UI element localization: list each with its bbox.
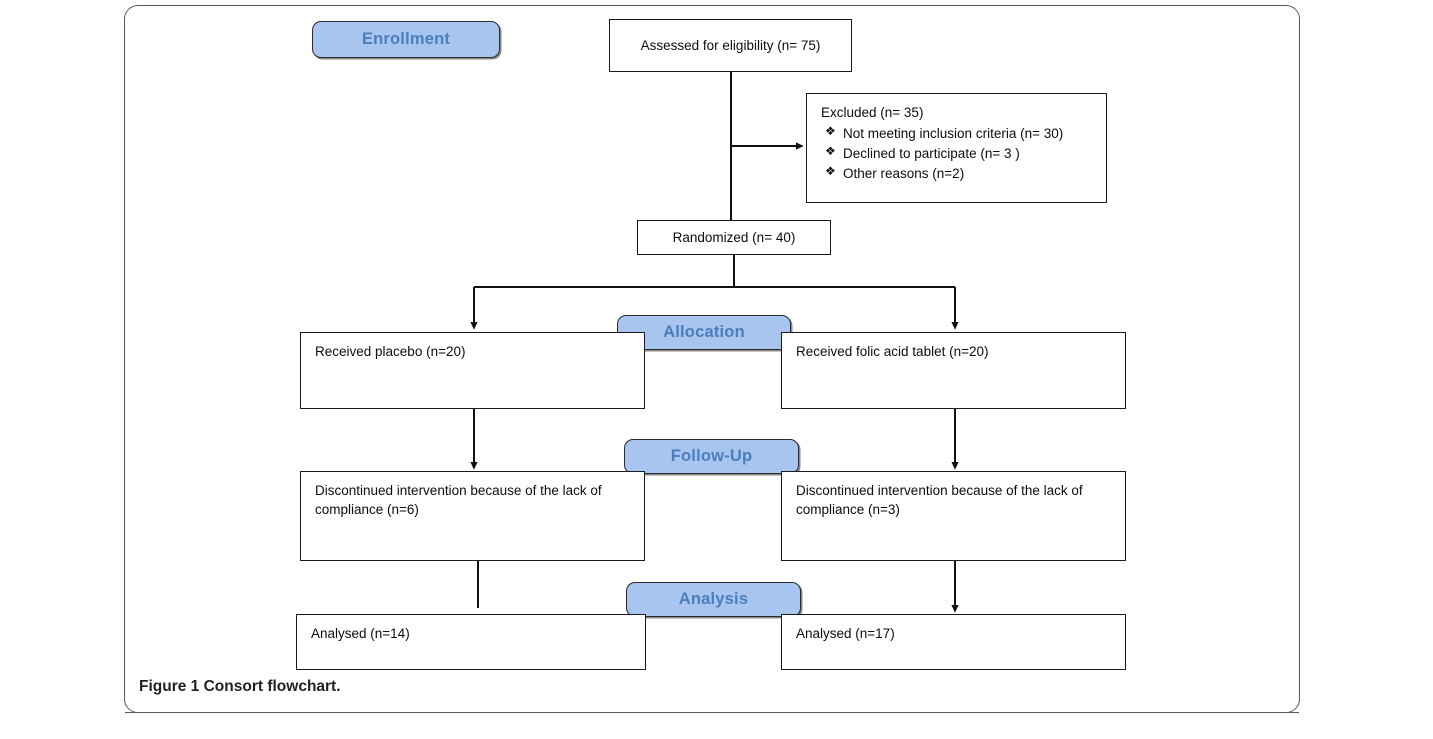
figure-caption: Figure 1 Consort flowchart.: [139, 678, 341, 696]
box-discontinued-placebo: Discontinued intervention because of the…: [300, 471, 645, 561]
excluded-reason-item: ❖ Declined to participate (n= 3 ): [821, 144, 1094, 163]
box-received-folic-acid: Received folic acid tablet (n=20): [781, 332, 1126, 409]
box-discontinued-folic-acid: Discontinued intervention because of the…: [781, 471, 1126, 561]
box-analysed-folic-acid: Analysed (n=17): [781, 614, 1126, 670]
excluded-reason-label: Not meeting inclusion criteria (n= 30): [843, 126, 1064, 142]
excluded-reason-list: ❖ Not meeting inclusion criteria (n= 30)…: [821, 124, 1094, 183]
box-received-placebo: Received placebo (n=20): [300, 332, 645, 409]
caption-divider: [125, 712, 1299, 714]
box-analysed-placebo: Analysed (n=14): [296, 614, 646, 670]
excluded-reason-label: Declined to participate (n= 3 ): [843, 146, 1020, 162]
box-assessed-for-eligibility: Assessed for eligibility (n= 75): [609, 19, 852, 72]
stage-badge-allocation: Allocation: [617, 315, 791, 350]
stage-badge-followup: Follow-Up: [624, 439, 799, 474]
stage-badge-enrollment: Enrollment: [312, 21, 500, 58]
stage-badge-analysis: Analysis: [626, 582, 801, 617]
box-excluded: Excluded (n= 35) ❖ Not meeting inclusion…: [806, 93, 1107, 203]
diamond-bullet-icon: ❖: [825, 124, 836, 139]
excluded-reason-item: ❖ Not meeting inclusion criteria (n= 30): [821, 124, 1094, 143]
figure-caption-label: Figure 1: [139, 678, 200, 695]
figure-caption-title: Consort flowchart.: [203, 678, 341, 695]
excluded-reason-item: ❖ Other reasons (n=2): [821, 164, 1094, 183]
box-randomized: Randomized (n= 40): [637, 220, 831, 255]
excluded-reason-label: Other reasons (n=2): [843, 166, 965, 182]
diamond-bullet-icon: ❖: [825, 144, 836, 159]
diamond-bullet-icon: ❖: [825, 164, 836, 179]
excluded-title: Excluded (n= 35): [821, 105, 924, 120]
